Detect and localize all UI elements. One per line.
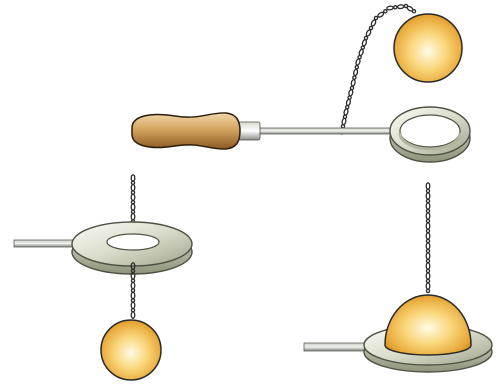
metal-ring — [389, 106, 471, 163]
wooden-handle — [131, 112, 241, 150]
metal-ring — [71, 221, 193, 275]
chain-link — [425, 258, 431, 264]
chain-link — [363, 35, 369, 41]
metal-ball — [393, 13, 463, 83]
chain-link — [370, 19, 377, 27]
chain-link — [425, 262, 431, 270]
chain-link — [425, 268, 431, 274]
chain-link — [349, 85, 355, 91]
chain-link — [396, 4, 405, 10]
chain-link — [425, 242, 431, 250]
chain-link — [130, 301, 136, 310]
chain-link — [365, 29, 372, 37]
chain-link — [425, 282, 431, 290]
chain-link — [425, 248, 431, 254]
chain-link — [411, 9, 417, 14]
chain-link — [425, 238, 431, 244]
chain-link — [393, 5, 398, 10]
chain-link — [130, 183, 136, 192]
chain-link — [343, 108, 349, 116]
chain-link — [383, 9, 388, 14]
chain-link — [425, 208, 431, 214]
chain — [339, 3, 417, 135]
chain-link — [353, 68, 359, 77]
chain-link — [425, 198, 431, 204]
chain-link — [425, 252, 431, 260]
chain-link — [425, 288, 431, 294]
chain-link — [130, 212, 136, 221]
chain-link — [425, 218, 431, 224]
chain-link — [130, 174, 136, 182]
chain-link — [341, 117, 347, 126]
chain-link — [130, 281, 136, 290]
chain-link — [130, 288, 136, 293]
metal-rod — [257, 127, 395, 135]
chain — [130, 262, 136, 319]
chain-link — [355, 58, 361, 66]
chain-link — [425, 278, 431, 284]
chain-link — [425, 182, 431, 190]
apparatus-panel — [131, 3, 471, 163]
chain-link — [425, 188, 431, 194]
metal-ball — [100, 319, 162, 381]
chain-link — [368, 25, 374, 31]
chain-link — [425, 212, 431, 220]
chain-link — [373, 15, 379, 21]
metal-ball — [384, 294, 472, 356]
chain-link — [130, 203, 136, 211]
chain-link — [377, 11, 385, 18]
chain-link — [425, 192, 431, 200]
chain-link — [130, 193, 136, 202]
chain — [425, 182, 431, 294]
chain-link — [345, 98, 351, 107]
ball-through-ring-panel — [13, 174, 193, 381]
ball-on-ring-panel — [303, 182, 493, 373]
chain-link — [130, 291, 136, 300]
chain-link — [425, 222, 431, 230]
handle-ferrule — [237, 121, 261, 141]
chain-link — [425, 232, 431, 240]
chain-link — [352, 75, 357, 80]
chain-link — [354, 64, 360, 70]
chain-link — [425, 228, 431, 234]
chain-link — [425, 272, 431, 280]
chain-link — [348, 89, 354, 97]
chain-link — [386, 5, 394, 11]
chain-link — [358, 48, 364, 57]
chain-link — [361, 39, 368, 47]
chain-link — [350, 79, 356, 87]
chain-link — [130, 311, 136, 319]
chain-link — [425, 202, 431, 210]
